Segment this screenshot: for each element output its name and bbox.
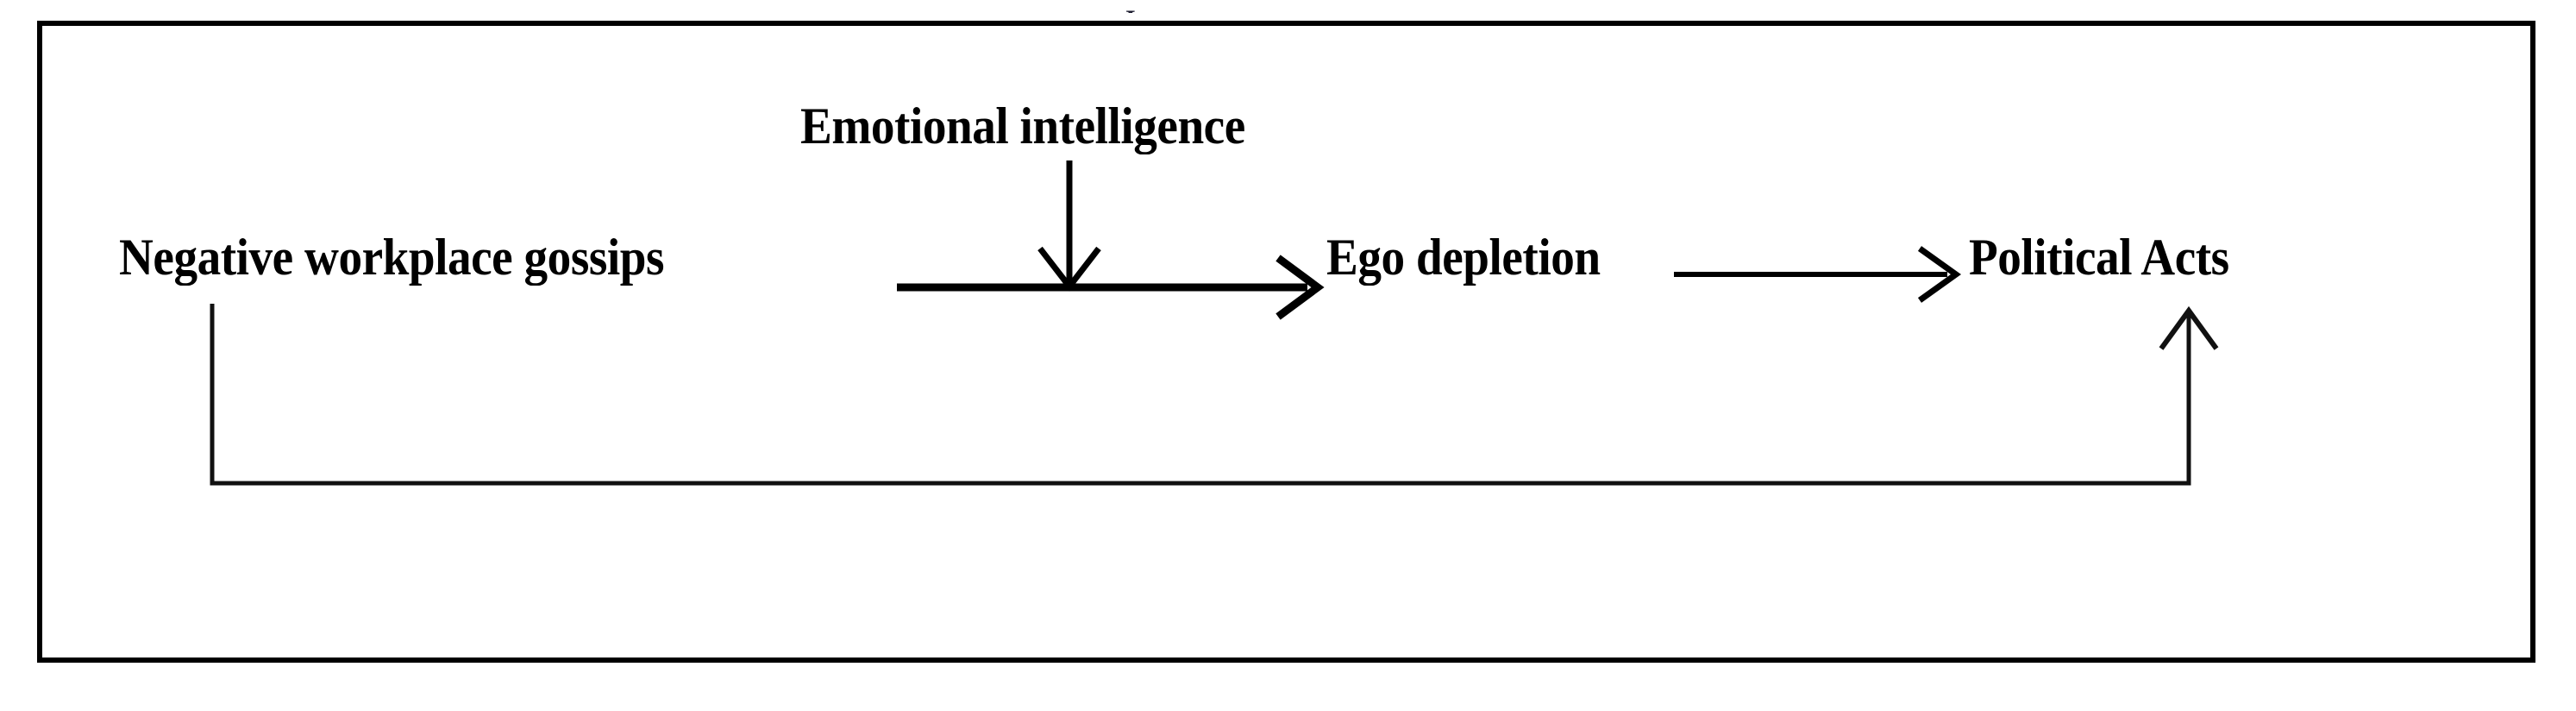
clipped-text-fragment-middle: I (1125, 7, 1136, 13)
node-label-negative-workplace-gossips: Negative workplace gossips (119, 229, 665, 286)
node-label-ego-depletion: Ego depletion (1326, 229, 1601, 286)
arrow-emotional-intelligence-moderator (1037, 160, 1101, 292)
arrow-ego-depletion-to-political-acts (1674, 246, 1962, 303)
arrow-gossips-to-ego-depletion (897, 255, 1325, 320)
figure-border (37, 21, 2535, 663)
arrow-gossips-to-political-acts-direct (210, 304, 2219, 486)
node-label-emotional-intelligence: Emotional intelligence (800, 98, 1245, 154)
node-label-political-acts: Political Acts (1969, 229, 2229, 286)
clipped-text-fragment-left: u (205, 7, 220, 13)
